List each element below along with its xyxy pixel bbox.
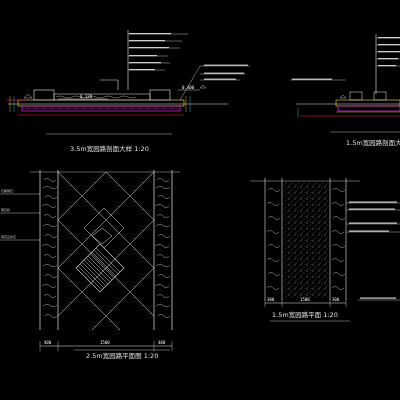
plan-25-label-curb: 石路侧石 xyxy=(1,188,13,193)
plan-25-label-stone: 黄石机 xyxy=(1,207,10,212)
section-35-dim-left: 0.320 xyxy=(80,94,93,99)
plan-15-dim-right: 300 xyxy=(332,297,340,302)
plan-25-diagonal-paving xyxy=(58,172,154,330)
plan-15-drawing: 300 1500 300 1.5m宽园路平面 1:20 xyxy=(250,178,400,322)
plan-15-dim-left: 300 xyxy=(267,297,275,302)
section-35-dim-right: 0.400 xyxy=(182,85,195,90)
section-35-drawing: 0.320 0.400 3.5m宽园路剖面大样 1:20 xyxy=(6,30,250,153)
plan-15-dim-center: 1500 xyxy=(300,297,310,302)
plan-25-dim-center: 1500 xyxy=(100,340,110,345)
section-35-notes xyxy=(127,30,250,101)
plan-15-planting xyxy=(266,188,346,290)
plan-25-right-planting xyxy=(154,178,171,318)
section-15-drawing: 1.5m宽园路剖面大 xyxy=(290,34,400,147)
plan-15-gravel-paving xyxy=(284,182,328,298)
plan-25-title: 2.5m宽园路平面图 1:20 xyxy=(86,351,158,360)
plan-25-left-planting xyxy=(41,178,58,318)
plan-15-title: 1.5m宽园路平面 1:20 xyxy=(272,310,338,319)
plan-25-drawing: 石路侧石 黄石机 荷花豆条石 400 1500 400 2.5m宽园路平面图 1… xyxy=(0,170,180,360)
section-15-title: 1.5m宽园路剖面大 xyxy=(346,138,400,147)
plan-25-dim-left: 400 xyxy=(44,340,52,345)
section-35-title: 3.5m宽园路剖面大样 1:20 xyxy=(70,144,149,153)
plan-25-dim-right: 400 xyxy=(158,340,166,345)
plan-25-label-strip: 荷花豆条石 xyxy=(1,234,16,239)
